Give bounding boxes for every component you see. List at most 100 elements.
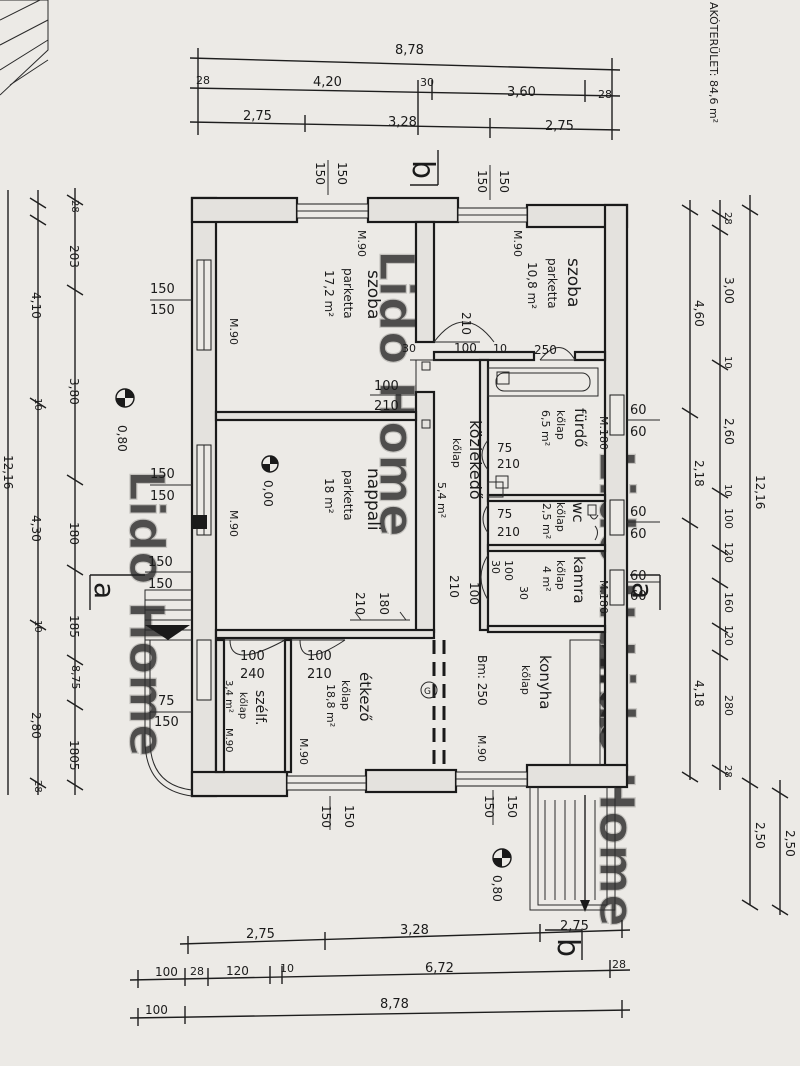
door-dim-d1-a: 30: [402, 342, 416, 355]
door-dim-d9-a: 30: [517, 586, 530, 600]
room-szoba2-name: szoba: [563, 258, 583, 307]
bottom-dimensions: 2,75 3,28 2,75 100 28 120 10 6,72 28 100…: [129, 790, 631, 1026]
bottom-window-2-dim-b: 150: [482, 795, 496, 818]
top-window-b-dim-2: 150: [475, 170, 489, 193]
bottom-window-1-dim-a: 150: [342, 805, 356, 828]
left-col1-dim-2: 10: [32, 398, 43, 411]
room-wc-floor: kőlap: [554, 502, 567, 532]
section-mark-b-top: b: [405, 150, 440, 186]
top-window-a-dim-2: 150: [313, 162, 327, 185]
door-dim-d6-b: 210: [447, 575, 461, 598]
right-col1-dim-10: 280: [722, 695, 735, 716]
entrance-area: [144, 589, 193, 797]
room-kozlekedo-area: 5,4 m²: [435, 482, 448, 518]
left-col1-dim-1: 4,10: [29, 292, 43, 319]
bottom-row1-dim-1: 2,75: [246, 927, 275, 942]
room-kamra-door: M.180: [597, 580, 610, 614]
left-window-3-dim-a: 150: [148, 555, 173, 570]
right-col3-dim-1: 2,50: [783, 830, 797, 857]
right-col2-dim-2: 2,18: [692, 460, 706, 487]
section-a-label-left: a: [88, 582, 121, 599]
left-col2-dim-3: 3,80: [67, 378, 81, 405]
section-marks-a: a a: [88, 574, 661, 610]
bottom-window-2-dim-a: 150: [505, 795, 519, 818]
room-konyha-name: konyha: [536, 655, 554, 709]
room-szelf-name: szélf.: [252, 690, 268, 726]
bottom-row2-dim-5: 6,72: [425, 961, 454, 976]
room-etkezo-floor: kőlap: [339, 680, 352, 710]
right-col1-dim-5: 10: [722, 484, 733, 497]
right-col2-dim-1: 4,60: [692, 300, 706, 327]
room-szelf-door: M.90: [223, 728, 234, 753]
room-kozlekedo-floor: kőlap: [450, 438, 463, 468]
right-window-3-dim-b: 60: [630, 589, 647, 604]
left-window-4-dim-a: 75: [158, 694, 175, 709]
section-mark-b-bottom: b: [545, 929, 585, 960]
right-col1-dim-4: 2,60: [722, 418, 736, 445]
left-window-4-dim-b: 150: [154, 715, 179, 730]
watermark-text-3: Lido Home: [118, 470, 174, 757]
top-window-b-dim-1: 150: [497, 170, 511, 193]
door-dim-d4-b: 210: [497, 525, 520, 539]
room-kozlekedo-name: közlekedő: [466, 420, 485, 500]
right-col1-dim-11: 28: [722, 765, 733, 778]
room-nappali-floor: parketta: [341, 470, 355, 521]
door-dim-d1-e: 250: [534, 343, 557, 357]
right-col1-dim-8: 160: [722, 592, 735, 613]
bottom-row1-dim-2: 3,28: [400, 923, 429, 938]
door-dim-d3-a: 75: [497, 441, 512, 455]
door-dim-d1-d: 10: [493, 342, 507, 355]
door-dim-d8-b: 210: [307, 667, 332, 682]
bottom-row2-dim-3: 120: [226, 964, 249, 978]
total-area-note: AKÓTERÜLET: 84,6 m²: [707, 2, 720, 123]
top-row3-dim-1: 2,75: [243, 109, 272, 124]
top-window-a-dim-1: 150: [335, 162, 349, 185]
left-col2-dim-4: 180: [67, 522, 81, 545]
top-row2-dim-3: 30: [420, 76, 434, 89]
right-window-2-dim-b: 60: [630, 527, 647, 542]
top-row2-dim-1: 28: [196, 74, 210, 87]
door-dimensions: 30 100 210 10 250 100 210 75 210 75 210 …: [240, 312, 557, 682]
right-window-2-dim-a: 60: [630, 505, 647, 520]
room-szoba1-name: szoba: [363, 270, 383, 319]
room-nappali-door: M.90: [227, 510, 240, 537]
room-etkezo-name: étkező: [356, 672, 374, 722]
room-wc-name: wc: [569, 502, 587, 523]
room-szoba1-area: 17,2 m²: [322, 270, 336, 317]
door-dim-d6-a: 100: [467, 582, 481, 605]
room-szoba2-door: M.90: [511, 230, 524, 257]
right-overall-dim: 12,16: [753, 475, 767, 509]
top-row2-dim-5: 28: [598, 88, 612, 101]
room-szoba2-floor: parketta: [545, 258, 559, 309]
room-wc-area: 2,5 m²: [540, 503, 553, 539]
right-col2-dim-3: 4,18: [692, 680, 706, 707]
room-konyha-floor: kőlap: [519, 665, 532, 695]
fixtures: G: [420, 361, 601, 766]
right-col1-dim-2: 3,00: [722, 277, 736, 304]
right-col1-dim-9: 120: [722, 625, 735, 646]
right-col1-dim-7: 120: [722, 542, 735, 563]
right-col1-dim-3: 10: [722, 356, 733, 369]
right-col1-dim-1: 28: [722, 212, 733, 225]
room-kamra-name: kamra: [570, 556, 588, 604]
left-col2-dim-5: 185: [67, 615, 81, 638]
gas-meter-symbol: G: [424, 687, 431, 697]
room-furdo-area: 6,5 m²: [539, 410, 552, 446]
door-dim-d3-b: 210: [497, 457, 520, 471]
left-col1-dim-4: 10: [32, 620, 43, 633]
left-window-3-dim-b: 150: [148, 577, 173, 592]
left-col2-dim-6: 8,75: [69, 665, 82, 690]
left-col2-dim-2: 203: [67, 245, 81, 268]
level-value-1: 0,80: [115, 425, 129, 452]
bottom-row2-dim-1: 100: [155, 965, 178, 979]
left-window-1-dim-b: 150: [150, 303, 175, 318]
bottom-window-1-dim-b: 150: [319, 805, 333, 828]
bottom-row1-dim-3: 2,75: [560, 919, 589, 934]
left-dimensions: 12,16 4,10 10 4,30 10 2,80 28 28 203 3,8…: [1, 188, 192, 795]
room-szoba1-floor: parketta: [341, 268, 355, 319]
door-dim-d7-a: 100: [240, 649, 265, 664]
room-konyha-note: Bm: 250: [475, 655, 489, 706]
section-a-label-right: a: [626, 582, 659, 599]
right-dimensions: 12,16 28 3,00 10 2,60 10 100 120 160 120…: [627, 195, 797, 916]
